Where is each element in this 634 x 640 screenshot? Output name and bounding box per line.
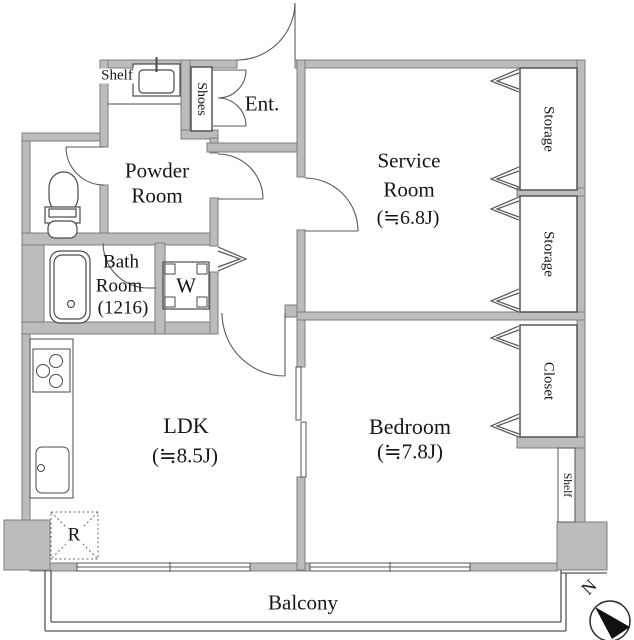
storage-upper-bifold-icon xyxy=(489,68,520,191)
refrigerator-label: R xyxy=(65,524,83,546)
bedroom-label: Bedroom xyxy=(369,414,451,439)
bifold-door-symbols xyxy=(217,68,520,438)
wall-center-b xyxy=(296,229,306,368)
bath-room-size-label: (1216) xyxy=(97,297,149,319)
powder-room-label-2: Room xyxy=(131,183,183,208)
washer-closet-bifold-icon xyxy=(217,246,248,272)
entrance-door-swing xyxy=(236,2,296,61)
shoes-cabinet-box xyxy=(190,66,213,132)
powder-room-door-swing xyxy=(217,153,264,200)
kitchen-counter xyxy=(29,338,74,499)
wall-bottom-c xyxy=(469,562,558,572)
entrance-label: Ent. xyxy=(244,91,280,116)
wall-service-bedroom xyxy=(296,311,586,321)
wall-powder-right-upper xyxy=(180,59,191,133)
washing-machine-label: W xyxy=(176,273,196,298)
wall-center-a xyxy=(296,59,306,178)
wall-powder-right-b xyxy=(209,197,219,247)
shoes-cabinet-label: Shoes xyxy=(194,82,209,116)
ldk-label: LDK xyxy=(163,413,209,438)
pillar-bottom-right xyxy=(556,521,608,571)
bath-room-label-1: Bath xyxy=(103,251,139,273)
service-room-label-2: Room xyxy=(383,177,435,202)
wall-top-right xyxy=(294,59,586,69)
balcony-label: Balcony xyxy=(268,590,338,615)
closet-label: Closet xyxy=(540,361,557,401)
wall-entrance-step xyxy=(206,142,299,153)
sliding-door-ldk-bedroom xyxy=(295,366,307,478)
shelf-niche-box xyxy=(557,447,576,523)
wall-bath-left xyxy=(21,242,45,332)
kitchen-sink-icon xyxy=(35,446,70,494)
bath-door-swing xyxy=(102,242,156,289)
service-room-door-swing xyxy=(304,177,359,232)
wall-left xyxy=(21,132,31,571)
compass-icon xyxy=(589,600,631,640)
walls xyxy=(3,59,608,572)
stove-icon xyxy=(32,348,71,393)
ldk-size-label: (≒8.5J) xyxy=(151,443,219,468)
wall-shelf-right xyxy=(574,447,586,525)
wall-washer-right xyxy=(209,271,219,335)
wall-toilet-top xyxy=(21,132,101,142)
wall-powder-left-lower xyxy=(99,184,109,234)
storage-lower-bifold-icon xyxy=(489,196,520,313)
service-room-size-label: (≒6.8J) xyxy=(376,207,440,229)
storage-upper-box xyxy=(519,67,578,191)
bedroom-window xyxy=(309,562,471,572)
wall-closet-bottom xyxy=(516,436,586,449)
wall-bath-bottom xyxy=(21,321,211,335)
washing-machine-pan-icon xyxy=(162,261,210,310)
toilet-door-swing xyxy=(65,146,105,186)
wall-center-c xyxy=(296,476,306,571)
storage-lower-box xyxy=(519,195,578,313)
cabinet-boxes xyxy=(190,66,578,523)
shelf-right-label: Shelf xyxy=(560,472,573,498)
toilet-icon xyxy=(44,171,81,239)
door-swings xyxy=(65,2,359,377)
shelf-top-label: Shelf xyxy=(99,67,135,84)
service-room-label-1: Service xyxy=(377,148,441,173)
balcony-windows xyxy=(76,562,471,572)
pillar-bottom-left xyxy=(3,519,51,571)
closet-box xyxy=(519,324,578,438)
ldk-window xyxy=(76,562,251,572)
bedroom-size-label: (≒7.8J) xyxy=(376,439,444,464)
storage-upper-label: Storage xyxy=(540,106,557,152)
wall-right xyxy=(576,59,586,449)
shoe-cabinet-double-doors xyxy=(213,69,247,127)
powder-room-label-1: Powder xyxy=(124,158,190,183)
ldk-door-swing xyxy=(221,312,286,377)
wash-basin-icon xyxy=(108,57,181,105)
storage-lower-label: Storage xyxy=(540,231,557,277)
balcony-railing xyxy=(44,570,607,632)
bath-room-label-2: Room xyxy=(95,275,143,297)
closet-bifold-icon xyxy=(489,325,520,438)
bathtub-icon xyxy=(49,250,91,324)
